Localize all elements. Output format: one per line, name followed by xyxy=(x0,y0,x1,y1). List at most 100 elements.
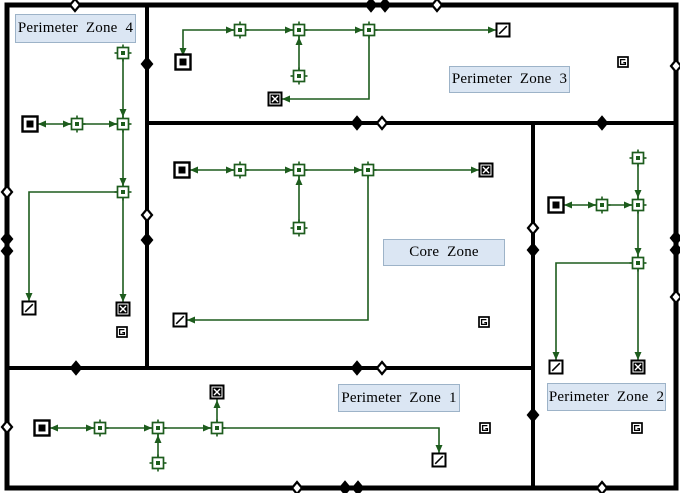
zone-label-perimeter-1: Perimeter Zone 1 xyxy=(338,384,460,412)
zone-marker-icon xyxy=(480,318,488,326)
flow-arrow-icon xyxy=(63,120,71,128)
flow-arrow-icon xyxy=(295,37,303,45)
wall-opening-icon xyxy=(140,207,154,223)
flow-arrow-icon xyxy=(154,435,162,443)
flow-arrow-icon xyxy=(119,109,127,117)
flow-arrow-icon xyxy=(50,424,58,432)
wall-opening-icon xyxy=(669,289,680,305)
flow-arrow-icon xyxy=(203,424,211,432)
flow-link xyxy=(180,170,369,321)
zone-marker-icon xyxy=(478,316,490,328)
zone-label-text: Perimeter Zone 3 xyxy=(451,71,568,87)
wall-opening-icon xyxy=(595,115,609,131)
flow-arrow-icon xyxy=(634,352,642,360)
wall-opening-icon xyxy=(526,407,540,423)
junction-node-icon xyxy=(297,168,301,172)
junction-node-icon xyxy=(156,426,160,430)
supply-node-icon xyxy=(38,424,46,432)
flow-arrow-icon xyxy=(187,316,195,324)
wall-opening-icon xyxy=(0,231,14,247)
supply-node-icon xyxy=(26,120,34,128)
slashed-node-icon xyxy=(551,362,561,372)
junction-node-icon xyxy=(121,122,125,126)
flow-arrow-icon xyxy=(588,201,596,209)
junction-node-icon xyxy=(75,122,79,126)
zone-label-text: Core Zone xyxy=(409,244,479,260)
junction-node-icon xyxy=(121,190,125,194)
zone-label-text: Perimeter Zone 4 xyxy=(17,20,134,36)
wall-opening-icon xyxy=(378,0,392,13)
wall-opening-icon xyxy=(140,232,154,248)
flow-arrow-icon xyxy=(355,26,363,34)
flow-arrow-icon xyxy=(634,248,642,256)
junction-node-icon xyxy=(215,426,219,430)
flow-arrow-icon xyxy=(624,201,632,209)
wall-opening-icon xyxy=(350,360,364,376)
flow-arrow-icon xyxy=(25,293,33,301)
flow-arrow-icon xyxy=(226,166,234,174)
junction-node-icon xyxy=(600,203,604,207)
junction-node-icon xyxy=(121,51,125,55)
wall-opening-icon xyxy=(68,0,82,13)
slashed-node-icon xyxy=(498,25,508,35)
wall-opening-icon xyxy=(595,480,609,493)
flow-arrow-icon xyxy=(190,166,198,174)
flow-arrow-icon xyxy=(213,400,221,408)
junction-node-icon xyxy=(297,74,301,78)
flow-arrow-icon xyxy=(471,166,479,174)
flow-link xyxy=(182,29,503,62)
flow-link xyxy=(275,30,370,100)
wall-opening-icon xyxy=(669,230,680,246)
zone-marker-icon xyxy=(479,422,491,434)
wall-opening-icon xyxy=(430,0,444,13)
flow-arrow-icon xyxy=(179,48,187,56)
wall-opening-icon xyxy=(669,58,680,74)
zone-marker-icon xyxy=(116,326,128,338)
wall-opening-icon xyxy=(351,480,365,493)
wall-opening-icon xyxy=(0,419,14,435)
outer-wall xyxy=(4,2,679,491)
wall-opening-icon xyxy=(0,184,14,200)
wall-opening-icon xyxy=(526,220,540,236)
zone-marker-icon xyxy=(617,56,629,68)
wall-opening-icon xyxy=(69,360,83,376)
junction-node-icon xyxy=(636,261,640,265)
slashed-node-icon xyxy=(24,303,34,313)
flow-arrow-icon xyxy=(119,178,127,186)
slashed-node-icon xyxy=(175,315,185,325)
wall-opening-icon xyxy=(350,115,364,131)
zone-label-core: Core Zone xyxy=(383,239,505,266)
flow-arrow-icon xyxy=(285,26,293,34)
flow-arrow-icon xyxy=(564,201,572,209)
junction-node-icon xyxy=(238,168,242,172)
crossed-node-icon xyxy=(482,166,490,174)
junction-node-icon xyxy=(156,461,160,465)
zone-label-perimeter-4: Perimeter Zone 4 xyxy=(15,14,136,43)
junction-node-icon xyxy=(297,226,301,230)
wall-opening-icon xyxy=(375,115,389,131)
flow-arrow-icon xyxy=(295,177,303,185)
supply-node-icon xyxy=(179,58,187,66)
zone-marker-icon xyxy=(118,328,126,336)
zone-label-text: Perimeter Zone 2 xyxy=(548,388,665,405)
slashed-node-icon xyxy=(434,455,444,465)
flow-arrow-icon xyxy=(144,424,152,432)
flow-arrow-icon xyxy=(226,26,234,34)
flow-link xyxy=(28,191,123,308)
junction-node-icon xyxy=(636,203,640,207)
flow-arrow-icon xyxy=(435,445,443,453)
zone-marker-icon xyxy=(633,424,641,432)
wall-opening-icon xyxy=(526,242,540,258)
wall-opening-icon xyxy=(669,242,680,258)
flow-arrow-icon xyxy=(552,352,560,360)
zone-marker-icon xyxy=(631,422,643,434)
flow-arrow-icon xyxy=(285,166,293,174)
flow-arrow-icon xyxy=(634,190,642,198)
zone-marker-icon xyxy=(481,424,489,432)
junction-node-icon xyxy=(636,156,640,160)
flow-arrow-icon xyxy=(488,26,496,34)
flow-arrow-icon xyxy=(282,95,290,103)
zone-label-perimeter-3: Perimeter Zone 3 xyxy=(449,66,570,93)
